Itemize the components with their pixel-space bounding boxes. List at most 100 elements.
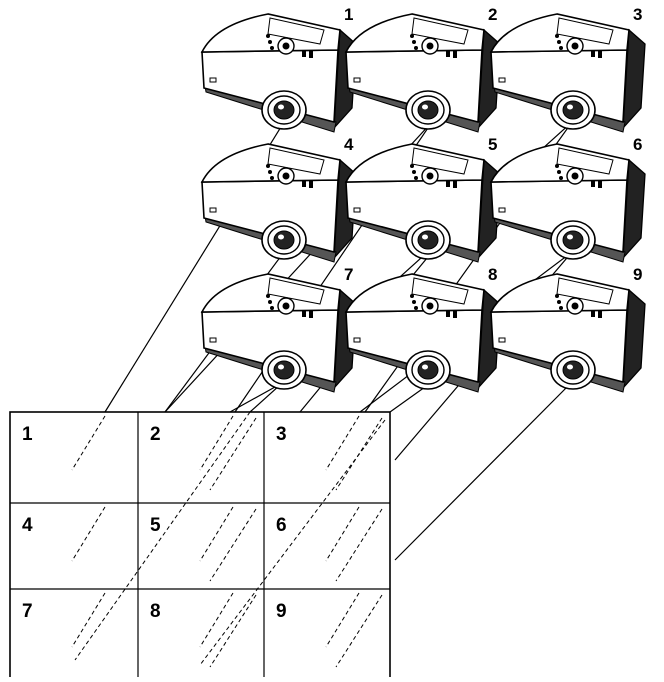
control-button [591, 310, 595, 317]
projector: 2 [344, 5, 501, 133]
screen-cell-label: 8 [150, 601, 161, 622]
control-button [598, 181, 602, 188]
lens-highlight [278, 364, 284, 370]
control-panel [411, 147, 469, 175]
control-button [309, 181, 313, 188]
control-button [268, 40, 272, 44]
dashed-image-edge [74, 411, 251, 661]
projector: 4 [200, 135, 357, 263]
control-button [412, 300, 416, 304]
control-dial-center [282, 302, 290, 310]
control-panel [411, 277, 469, 305]
projector: 1 [200, 5, 357, 133]
control-button [412, 40, 416, 44]
lens-glass [562, 360, 584, 380]
control-button [598, 311, 602, 318]
lens-highlight [567, 104, 573, 110]
control-button [555, 34, 559, 38]
control-button [410, 294, 414, 298]
control-dial-center [571, 42, 579, 50]
dashed-image-edge [209, 594, 257, 668]
control-button [309, 311, 313, 318]
control-button [559, 46, 563, 50]
control-button [410, 34, 414, 38]
lens-glass [273, 100, 295, 120]
projector-number-label: 9 [633, 265, 642, 284]
control-button [270, 176, 274, 180]
control-button [266, 164, 270, 168]
projector: 3 [489, 5, 646, 133]
control-button [446, 310, 450, 317]
projector-number-label: 2 [488, 5, 497, 24]
indicator-lamp [353, 337, 361, 343]
control-panel [556, 277, 614, 305]
lens-glass [562, 100, 584, 120]
control-button [559, 306, 563, 310]
indicator-lamp [498, 337, 506, 343]
indicator-lamp [209, 77, 217, 83]
dashed-image-edge [71, 506, 106, 562]
screen-cell-label: 7 [22, 601, 33, 622]
indicator-lamp [498, 77, 506, 83]
projector: 9 [489, 265, 646, 393]
control-button [557, 170, 561, 174]
control-panel [411, 17, 469, 45]
indicator-lamp [353, 207, 361, 213]
dashed-image-edge [199, 419, 386, 666]
dashed-image-edge [325, 415, 360, 471]
indicator-lamp [209, 207, 217, 213]
lens-glass [273, 230, 295, 250]
control-button [598, 51, 602, 58]
control-button [266, 294, 270, 298]
projector-number-label: 4 [344, 135, 354, 154]
lens-glass [417, 230, 439, 250]
projector-number-label: 3 [633, 5, 642, 24]
control-button [412, 170, 416, 174]
projector-number-label: 1 [344, 5, 353, 24]
dashed-image-edge [199, 415, 234, 471]
lens-highlight [422, 364, 428, 370]
screen-cell-label: 5 [150, 515, 161, 536]
control-dial-center [426, 172, 434, 180]
indicator-lamp [498, 207, 506, 213]
dashed-image-edge [335, 594, 383, 668]
control-panel [267, 277, 325, 305]
control-button [559, 176, 563, 180]
lens-highlight [567, 364, 573, 370]
screen-frame [9, 411, 391, 682]
control-dial-center [426, 302, 434, 310]
control-button [446, 180, 450, 187]
projector-number-label: 8 [488, 265, 497, 284]
dashed-image-edge [325, 506, 360, 562]
lens-highlight [422, 234, 428, 240]
projector-number-label: 7 [344, 265, 353, 284]
control-button [453, 311, 457, 318]
dashed-image-edge [71, 415, 106, 471]
control-button [302, 310, 306, 317]
control-panel [556, 17, 614, 45]
dashed-image-edge [209, 417, 257, 491]
projector: 6 [489, 135, 646, 263]
control-button [266, 34, 270, 38]
projection-beam-line [394, 381, 573, 561]
dashed-image-edge [71, 592, 106, 648]
control-button [414, 176, 418, 180]
projector-number-label: 6 [633, 135, 642, 154]
control-button [591, 180, 595, 187]
control-button [414, 306, 418, 310]
indicator-lamp [353, 77, 361, 83]
screen-cell-label: 4 [22, 515, 33, 536]
control-dial-center [282, 42, 290, 50]
control-button [414, 46, 418, 50]
dashed-image-edge [199, 592, 234, 648]
dashed-image-edge [325, 592, 360, 648]
control-button [557, 40, 561, 44]
projector: 5 [344, 135, 501, 263]
lens-highlight [567, 234, 573, 240]
control-button [453, 51, 457, 58]
lens-highlight [278, 234, 284, 240]
control-button [302, 180, 306, 187]
indicator-lamp [209, 337, 217, 343]
control-button [270, 46, 274, 50]
